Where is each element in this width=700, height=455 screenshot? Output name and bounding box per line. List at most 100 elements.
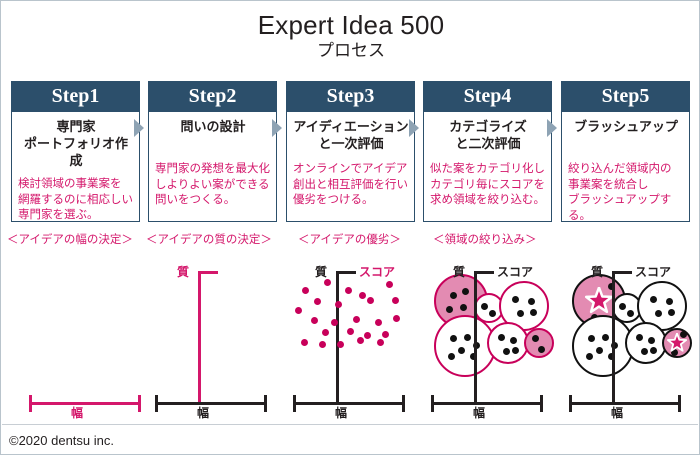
scatter-dot: [335, 301, 342, 308]
step-body-4: カテゴライズ と二次評価 似た案をカテゴリ化し カテゴリ毎にスコアを 求め領域を…: [423, 112, 552, 222]
step-body-5: ブラッシュアップ 絞り込んだ領域内の 事業案を統合し ブラッシュアップする。: [561, 112, 690, 222]
x-axis-cap-right-5: [678, 395, 681, 412]
step-card-2[interactable]: Step2 問いの設計 専門家の発想を最大化 しよりよい案ができる 問いをつくる…: [148, 81, 277, 222]
idea-dot: [671, 348, 679, 356]
step-card-3[interactable]: Step3 アイディエーション と一次評価 オンラインでアイデア 創出と相互評価…: [286, 81, 415, 222]
step-title-2: 問いの設計: [155, 118, 271, 154]
cluster-bubble: [524, 328, 554, 358]
step-header-3: Step3: [286, 81, 415, 112]
x-axis-cap-right-1: [138, 395, 141, 412]
step-card-5[interactable]: Step5 ブラッシュアップ 絞り込んだ領域内の 事業案を統合し ブラッシュアッ…: [561, 81, 690, 222]
plot-panel-2: 質 幅: [147, 253, 287, 420]
step-body-2: 問いの設計 専門家の発想を最大化 しよりよい案ができる 問いをつくる。: [148, 112, 277, 222]
step-desc-4: 似た案をカテゴリ化し カテゴリ毎にスコアを 求め領域を絞り込む。: [430, 162, 546, 209]
step-desc-4-line2: カテゴリ毎にスコアを: [430, 178, 545, 191]
step-card-4[interactable]: Step4 カテゴライズ と二次評価 似た案をカテゴリ化し カテゴリ毎にスコアを…: [423, 81, 552, 222]
y2-axis-label-3: スコア: [359, 265, 396, 279]
step-desc-1: 検討領域の事業案を 網羅するのに相応しい 専門家を選ぶ。: [18, 177, 134, 224]
scatter-dot: [302, 287, 309, 294]
idea-dot: [595, 346, 603, 354]
y-axis-label-4: 質: [453, 265, 466, 279]
y2-axis-label-4: スコア: [497, 265, 534, 279]
y-axis-label-3: 質: [315, 265, 328, 279]
idea-dot: [635, 333, 643, 341]
x-axis-cap-left-2: [155, 395, 158, 412]
x-axis-label-3: 幅: [335, 406, 348, 420]
step-desc-5-line3: ブラッシュアップする。: [568, 194, 672, 222]
step-title-5: ブラッシュアップ: [568, 118, 684, 154]
scatter-dot: [392, 297, 399, 304]
idea-dot: [654, 309, 662, 317]
y-axis-line-2: [198, 271, 201, 404]
y-axis-cap-2: [198, 271, 218, 274]
idea-dot: [445, 305, 453, 313]
cluster-bubble: [625, 322, 667, 364]
idea-dot: [463, 333, 471, 341]
step-body-3: アイディエーション と一次評価 オンラインでアイデア 創出と相互評価を行い 優劣…: [286, 112, 415, 222]
idea-dot: [511, 346, 519, 354]
idea-dot: [531, 334, 539, 342]
step-title-3: アイディエーション と一次評価: [293, 118, 409, 154]
idea-dot: [640, 347, 648, 355]
x-axis-cap-left-3: [293, 395, 296, 412]
scatter-dot: [337, 341, 344, 348]
scatter-dot: [393, 315, 400, 322]
step-header-5: Step5: [561, 81, 690, 112]
step-desc-3-line3: 優劣をつける。: [293, 194, 374, 206]
step-title-1-line1: 専門家: [56, 119, 96, 134]
scatter-dot: [319, 341, 326, 348]
caption-step-4: ＜領域の絞り込み＞: [433, 234, 537, 246]
step-header-2: Step2: [148, 81, 277, 112]
step-card-1[interactable]: Step1 専門家 ポートフォリオ作成 検討領域の事業案を 網羅するのに相応しい…: [11, 81, 140, 222]
idea-dot: [667, 308, 675, 316]
y-axis-label-2: 質: [177, 265, 190, 279]
idea-dot: [527, 297, 535, 305]
idea-dot: [509, 336, 517, 344]
step-desc-1-line2: 網羅するのに相応しい: [18, 193, 133, 206]
scatter-dot: [347, 328, 354, 335]
y-axis-line-3: [336, 271, 339, 404]
page-subtitle: プロセス: [317, 41, 385, 60]
x-axis-cap-left-5: [569, 395, 572, 412]
highlight-star-icon: [585, 287, 613, 314]
plot-panel-4: 質 スコア 幅: [423, 253, 563, 420]
idea-dot: [449, 291, 457, 299]
x-axis-label-1: 幅: [71, 406, 84, 420]
idea-dot: [459, 303, 467, 311]
x-axis-line-1: [29, 402, 141, 405]
scatter-dot: [324, 279, 331, 286]
step-title-4: カテゴライズ と二次評価: [430, 118, 546, 154]
x-axis-cap-right-4: [540, 395, 543, 412]
scatter-dot: [377, 339, 384, 346]
idea-dot: [607, 352, 615, 360]
step-title-4-line2: と二次評価: [455, 136, 521, 151]
idea-dot: [469, 352, 477, 360]
step-title-3-line2: と一次評価: [318, 136, 384, 151]
idea-dot: [511, 295, 519, 303]
x-axis-label-2: 幅: [197, 406, 210, 420]
idea-dot: [447, 352, 455, 360]
arrow-right-icon-1: [134, 119, 144, 137]
step-desc-1-line3: 専門家を選ぶ。: [18, 209, 99, 221]
scatter-dot: [311, 317, 318, 324]
step-header-1: Step1: [11, 81, 140, 112]
idea-dot: [607, 282, 615, 290]
x-axis-cap-right-2: [264, 395, 267, 412]
y-axis-label-5: 質: [591, 265, 604, 279]
x-axis-line-2: [155, 402, 267, 405]
step-title-1-line2: ポートフォリオ作成: [23, 136, 128, 168]
idea-dot: [587, 334, 595, 342]
step-desc-2-line2: しよりよい案ができる: [155, 178, 270, 191]
scatter-dot: [295, 307, 302, 314]
scatter-dot: [367, 297, 374, 304]
x-axis-cap-left-4: [431, 395, 434, 412]
scatter-dot: [386, 281, 393, 288]
x-axis-label-4: 幅: [473, 406, 486, 420]
scatter-dot: [331, 319, 338, 326]
idea-dot: [457, 346, 465, 354]
step-desc-2: 専門家の発想を最大化 しよりよい案ができる 問いをつくる。: [155, 162, 271, 209]
title-block: Expert Idea 500 プロセス: [1, 9, 700, 62]
scatter-dot: [382, 331, 389, 338]
plot-panel-1: 幅: [9, 253, 149, 420]
